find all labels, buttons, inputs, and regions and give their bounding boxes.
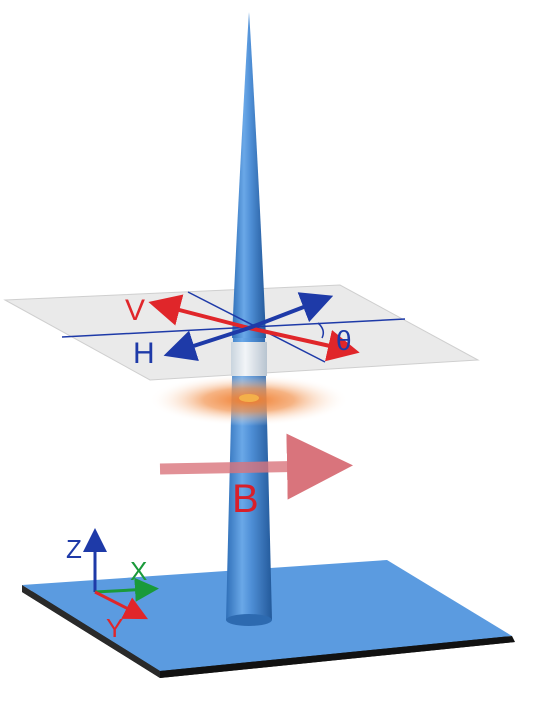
coordinate-axes: Z X Y [66, 528, 159, 643]
axis-x-label: X [130, 556, 147, 586]
h-label: H [133, 337, 155, 370]
theta-label: θ [336, 325, 352, 356]
axis-z-label: Z [66, 534, 82, 564]
magnetic-field: B [159, 433, 353, 521]
v-label: V [125, 294, 145, 327]
excitation-spot [149, 374, 349, 426]
nanowire [226, 12, 272, 626]
axis-y-label: Y [106, 613, 123, 643]
polarization-vectors: V H θ [61, 291, 406, 370]
b-label: B [232, 477, 259, 521]
